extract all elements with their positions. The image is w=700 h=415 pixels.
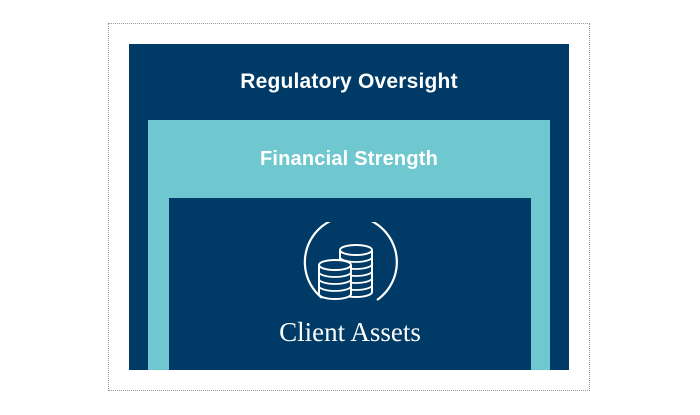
dotted-frame — [108, 23, 590, 391]
regulatory-oversight-label: Regulatory Oversight — [240, 70, 458, 93]
client-assets-label: Client Assets — [279, 316, 421, 347]
coins-icon — [303, 222, 398, 301]
financial-strength-label: Financial Strength — [259, 147, 439, 170]
